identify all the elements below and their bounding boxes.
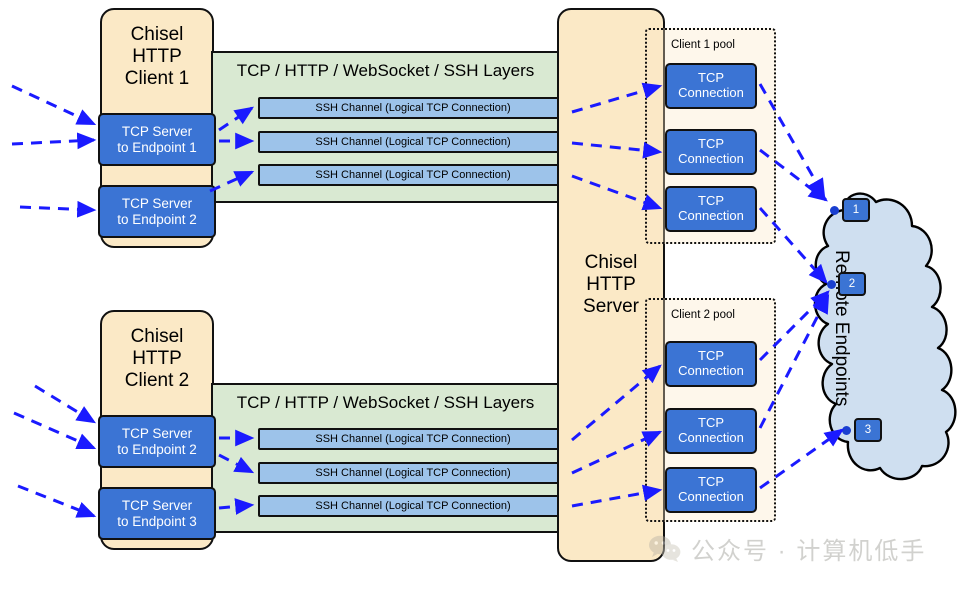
- endpoint-1-label: 1: [852, 204, 860, 216]
- wechat-icon: [648, 534, 682, 564]
- client-1-tcp-server-endpoint-2: TCP Server to Endpoint 2: [98, 185, 216, 238]
- client-1-ssh-channel-2: SSH Channel (Logical TCP Connection): [258, 131, 568, 153]
- client-2-layers-label: TCP / HTTP / WebSocket / SSH Layers: [236, 393, 535, 412]
- client-1-ssh-channel-3: SSH Channel (Logical TCP Connection): [258, 164, 568, 186]
- server-title: Chisel HTTP Server: [583, 252, 639, 317]
- endpoint-1-chip: 1: [842, 198, 870, 222]
- client-1-title: Chisel HTTP Client 1: [124, 24, 190, 89]
- ssh-channel-label: SSH Channel (Logical TCP Connection): [315, 135, 511, 148]
- client-1-layers-label: TCP / HTTP / WebSocket / SSH Layers: [236, 61, 535, 80]
- tcp-connection-label: TCP Connection: [678, 136, 744, 166]
- endpoint-3-label: 3: [864, 424, 872, 436]
- tcp-connection-label: TCP Connection: [678, 70, 744, 100]
- ssh-channel-label: SSH Channel (Logical TCP Connection): [315, 466, 511, 479]
- client-2-tcp-server-endpoint-2: TCP Server to Endpoint 2: [98, 415, 216, 468]
- client-1-ssh-channel-1: SSH Channel (Logical TCP Connection): [258, 97, 568, 119]
- tcp-server-label: TCP Server to Endpoint 2: [117, 195, 197, 227]
- pool-2-tcp-connection-1: TCP Connection: [665, 341, 757, 387]
- client-2-pool-label: Client 2 pool: [671, 309, 735, 321]
- client-1-pool-label: Client 1 pool: [671, 39, 735, 51]
- client-2-tcp-server-endpoint-3: TCP Server to Endpoint 3: [98, 487, 216, 540]
- pool-1-tcp-connection-2: TCP Connection: [665, 129, 757, 175]
- endpoint-3-dot: [842, 426, 851, 435]
- client-2-ssh-channel-3: SSH Channel (Logical TCP Connection): [258, 495, 568, 517]
- endpoint-2-chip: 2: [838, 272, 866, 296]
- pool-1-tcp-connection-1: TCP Connection: [665, 63, 757, 109]
- watermark: 公众号 · 计算机低手: [648, 531, 926, 566]
- arrow-in-c1-s1-b: [11, 132, 97, 150]
- watermark-text: 公众号 · 计算机低手: [691, 538, 927, 565]
- arrow-in-c1-s1-a: [11, 84, 97, 126]
- ssh-channel-label: SSH Channel (Logical TCP Connection): [315, 168, 511, 181]
- ssh-channel-label: SSH Channel (Logical TCP Connection): [315, 101, 511, 114]
- remote-endpoints-cloud: Remote Endpoints 1 2 3: [800, 140, 960, 500]
- pool-2-tcp-connection-3: TCP Connection: [665, 467, 757, 513]
- tcp-connection-label: TCP Connection: [678, 348, 744, 378]
- ssh-channel-label: SSH Channel (Logical TCP Connection): [315, 499, 511, 512]
- arrow-in-c1-s2: [19, 200, 97, 218]
- pool-1-tcp-connection-3: TCP Connection: [665, 186, 757, 232]
- client-2-title: Chisel HTTP Client 2: [124, 326, 190, 391]
- arrow-in-c2-s2: [17, 484, 97, 518]
- arrow-in-c2-s1-a: [34, 384, 97, 424]
- tcp-server-label: TCP Server to Endpoint 3: [117, 497, 197, 529]
- client-1-tcp-server-endpoint-1: TCP Server to Endpoint 1: [98, 113, 216, 166]
- endpoint-1-dot: [830, 206, 839, 215]
- tcp-server-label: TCP Server to Endpoint 2: [117, 425, 197, 457]
- tcp-connection-label: TCP Connection: [678, 474, 744, 504]
- cloud-shape-icon: [813, 192, 957, 481]
- arrow-in-c2-s1-b: [13, 411, 97, 450]
- client-2-ssh-channel-2: SSH Channel (Logical TCP Connection): [258, 462, 568, 484]
- endpoint-3-chip: 3: [854, 418, 882, 442]
- endpoint-2-dot: [827, 280, 836, 289]
- tcp-server-label: TCP Server to Endpoint 1: [117, 123, 197, 155]
- pool-2-tcp-connection-2: TCP Connection: [665, 408, 757, 454]
- endpoint-2-label: 2: [848, 278, 856, 290]
- tcp-connection-label: TCP Connection: [678, 193, 744, 223]
- ssh-channel-label: SSH Channel (Logical TCP Connection): [315, 432, 511, 445]
- tcp-connection-label: TCP Connection: [678, 415, 744, 445]
- client-2-ssh-channel-1: SSH Channel (Logical TCP Connection): [258, 428, 568, 450]
